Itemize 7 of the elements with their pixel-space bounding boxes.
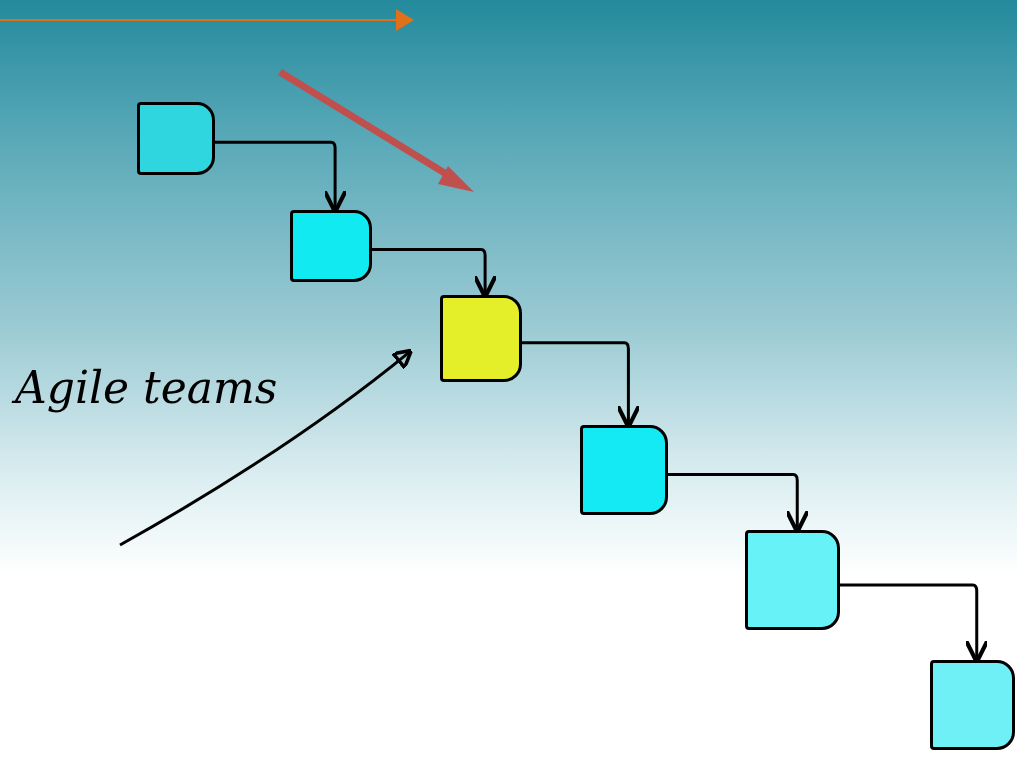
box-shape — [930, 660, 1015, 750]
box-shape — [290, 210, 372, 282]
box-shape — [745, 530, 840, 630]
box-shape — [137, 102, 215, 175]
box-shape — [440, 295, 522, 382]
arrow — [119, 348, 414, 547]
box-shape — [580, 425, 668, 515]
